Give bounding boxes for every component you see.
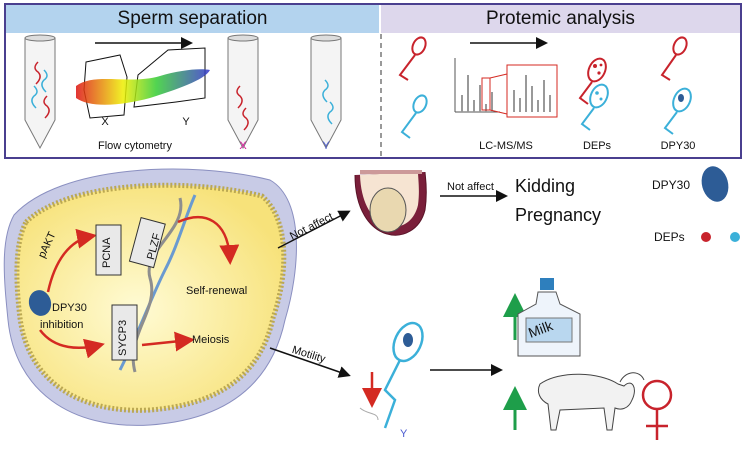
female-symbol-icon	[641, 379, 673, 440]
tube-x	[227, 34, 259, 150]
plzf-box	[128, 217, 166, 269]
legend-dpy30-icon	[701, 166, 729, 202]
legend-dpy30-label: DPY30	[652, 178, 691, 192]
tube-y-label: Y	[322, 140, 330, 152]
self-renewal-label: Self-renewal	[186, 285, 248, 297]
legend-deps-label: DEPs	[654, 230, 685, 244]
mixed-sample-tube	[24, 34, 56, 150]
mass-spectrum-chart	[454, 58, 558, 118]
deps-blue-sperm-icon	[580, 83, 609, 131]
dpy30-top-label: DPY30	[660, 140, 696, 152]
milk-bottle-icon	[517, 278, 581, 357]
deps-red-sperm-icon	[578, 57, 607, 105]
not-affect-label-2: Not affect	[447, 181, 494, 193]
pathway-arrows	[39, 216, 240, 359]
y-sperm-icon	[359, 321, 424, 429]
flow-cytometry-label: Flow cytometry	[98, 140, 172, 152]
kidding-label: Kidding	[515, 176, 576, 196]
inhibition-label: inhibition	[40, 319, 84, 331]
lcms-label: LC-MS/MS	[479, 140, 533, 152]
legend-deps-blue-dot	[730, 232, 740, 242]
goat-icon	[537, 372, 645, 431]
legend-deps-red-dot	[701, 232, 711, 242]
sperm-separation-header: Sperm separation	[6, 5, 379, 33]
pcna-label: PCNA	[101, 237, 113, 268]
sycp3-label: SYCP3	[117, 319, 129, 356]
gate-x-label: X	[101, 116, 109, 128]
sycp3-box	[111, 304, 138, 361]
pregnancy-label: Pregnancy	[515, 205, 602, 225]
dpy30-blue-sperm-icon	[663, 87, 692, 135]
tube-y	[310, 34, 342, 150]
pcna-box	[95, 224, 122, 276]
tube-x-label: X	[239, 140, 247, 152]
blue-sperm-icon	[400, 94, 428, 139]
dpy30-cell-label: DPY30	[52, 302, 87, 314]
testis-icon	[354, 170, 427, 236]
top-panel-frame	[4, 3, 742, 159]
dpy30-protein-icon	[28, 290, 52, 316]
sperm-y-label: Y	[400, 428, 408, 440]
red-sperm-icon	[398, 36, 427, 81]
outcome-arrows	[269, 190, 508, 378]
meiosis-label: Meiosis	[192, 334, 230, 346]
deps-label: DEPs	[582, 140, 612, 152]
dpy30-red-sperm-icon	[660, 36, 688, 81]
flow-cytometry-plot	[76, 47, 210, 119]
proteomic-analysis-header: Protemic analysis	[381, 5, 740, 33]
gate-y-label: Y	[182, 116, 190, 128]
